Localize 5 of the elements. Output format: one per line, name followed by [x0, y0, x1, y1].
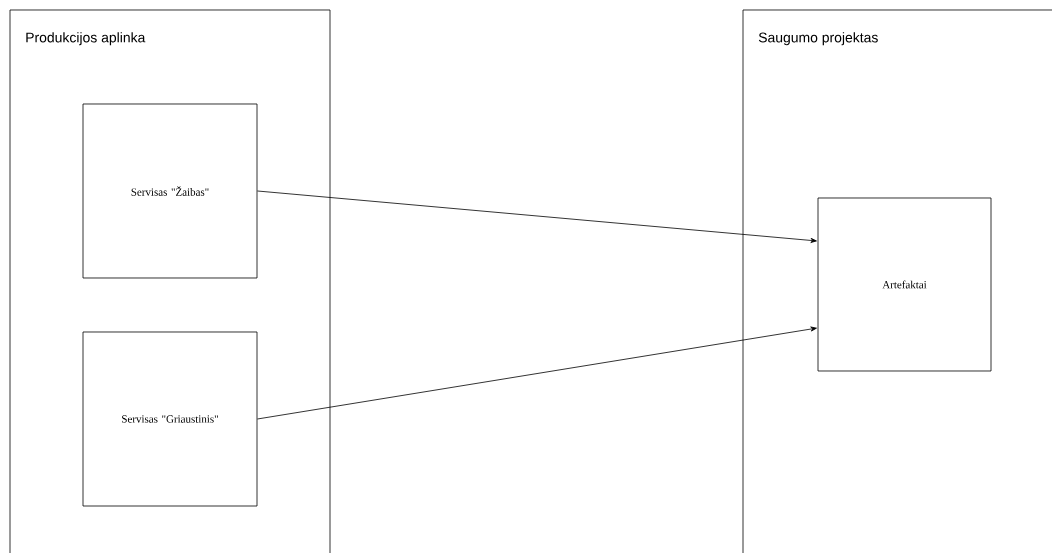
arrow — [257, 326, 817, 420]
arrow — [257, 190, 817, 243]
process-box: Artefaktai — [817, 197, 992, 372]
process-box: Servisas "Žaibas" — [82, 103, 258, 279]
process-box: Servisas "Griaustinis" — [82, 331, 258, 507]
